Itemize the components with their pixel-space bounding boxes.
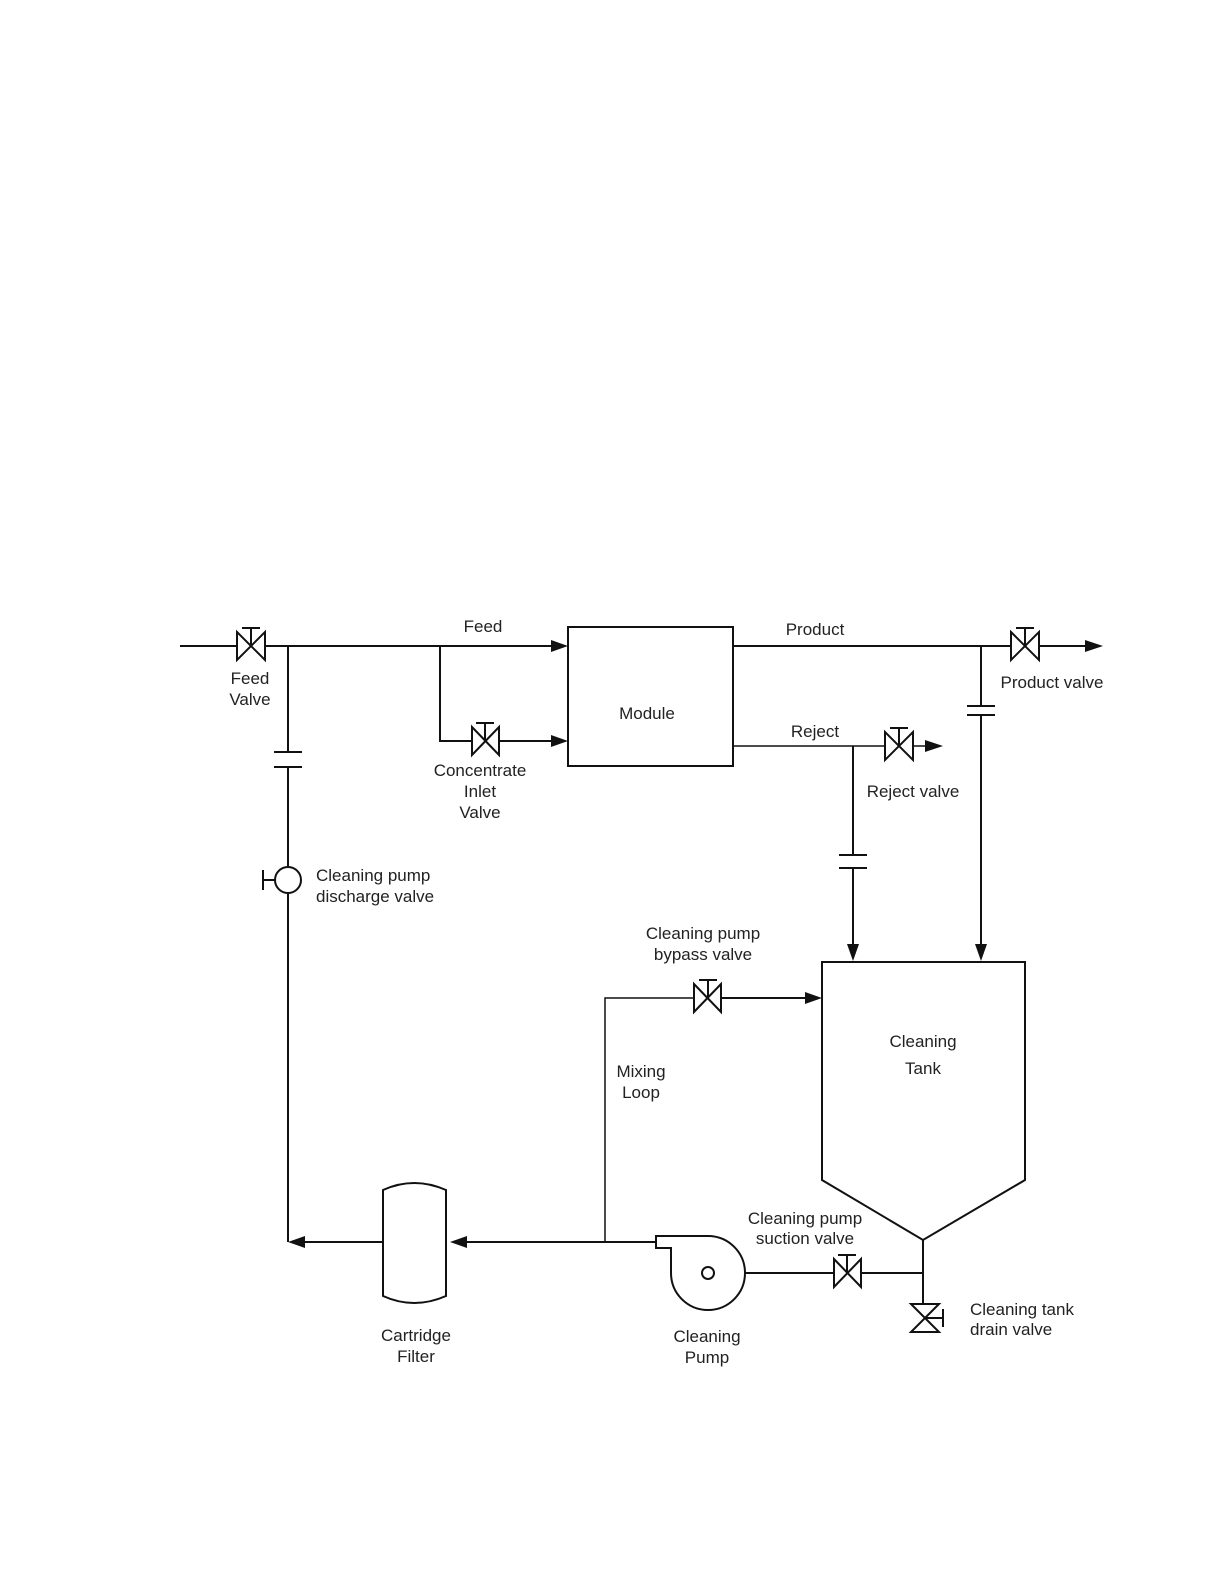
cleaning-pump-discharge-valve[interactable] <box>263 867 301 893</box>
drain-valve-label-2: drain valve <box>970 1320 1052 1339</box>
cleaning-pump-suction-valve[interactable] <box>834 1255 861 1287</box>
reject-stream-label: Reject <box>791 722 839 741</box>
product-to-tank-arrow <box>975 944 987 961</box>
discharge-valve-label-2: discharge valve <box>316 887 434 906</box>
feed-valve[interactable] <box>237 628 265 660</box>
reject-to-tank-arrow <box>847 944 859 961</box>
mixing-loop-label-2: Loop <box>622 1083 660 1102</box>
bypass-valve-label-1: Cleaning pump <box>646 924 760 943</box>
concentrate-inlet-label-2: Inlet <box>464 782 496 801</box>
module-label: Module <box>619 704 675 723</box>
product-valve[interactable] <box>1011 628 1039 660</box>
reject-valve[interactable] <box>885 728 913 760</box>
suction-valve-label-1: Cleaning pump <box>748 1209 862 1228</box>
product-outlet-arrow <box>1085 640 1103 652</box>
product-line-flange <box>967 706 995 715</box>
cleaning-pump-label-1: Cleaning <box>673 1327 740 1346</box>
feed-valve-label-2: Valve <box>229 690 270 709</box>
cleaning-pump-bypass-valve[interactable] <box>694 980 721 1012</box>
cleaning-tank-label-2: Tank <box>905 1059 941 1078</box>
module-box[interactable] <box>568 627 733 766</box>
drain-valve-label-1: Cleaning tank <box>970 1300 1074 1319</box>
feed-arrow <box>551 640 568 652</box>
concentrate-inlet-pipe <box>440 646 472 741</box>
return-line-flange <box>274 752 302 767</box>
reject-outlet-arrow <box>925 740 943 752</box>
reject-valve-label: Reject valve <box>867 782 960 801</box>
product-stream-label: Product <box>786 620 845 639</box>
concentrate-inlet-label-3: Valve <box>459 803 500 822</box>
cleaning-tank[interactable] <box>822 962 1025 1240</box>
cartridge-filter-label-2: Filter <box>397 1347 435 1366</box>
concentrate-inlet-arrow <box>551 735 568 747</box>
mixing-loop-label-1: Mixing <box>616 1062 665 1081</box>
product-valve-label: Product valve <box>1001 673 1104 692</box>
discharge-valve-label-1: Cleaning pump <box>316 866 430 885</box>
bypass-valve-label-2: bypass valve <box>654 945 752 964</box>
concentrate-inlet-valve[interactable] <box>472 723 499 755</box>
feed-valve-label-1: Feed <box>231 669 270 688</box>
bypass-to-tank-arrow <box>805 992 822 1004</box>
suction-valve-label-2: suction valve <box>756 1229 854 1248</box>
reject-line-flange <box>839 855 867 868</box>
filter-inlet-arrow <box>450 1236 467 1248</box>
cartridge-filter-label-1: Cartridge <box>381 1326 451 1345</box>
cleaning-pump-label-2: Pump <box>685 1348 729 1367</box>
cleaning-pump[interactable] <box>656 1236 745 1310</box>
mixing-loop-pipe <box>605 998 694 1242</box>
return-arrow <box>288 1236 305 1248</box>
cartridge-filter[interactable] <box>383 1183 446 1303</box>
feed-stream-label: Feed <box>464 617 503 636</box>
concentrate-inlet-label-1: Concentrate <box>434 761 527 780</box>
cleaning-tank-drain-valve[interactable] <box>911 1304 943 1332</box>
cleaning-tank-label-1: Cleaning <box>889 1032 956 1051</box>
